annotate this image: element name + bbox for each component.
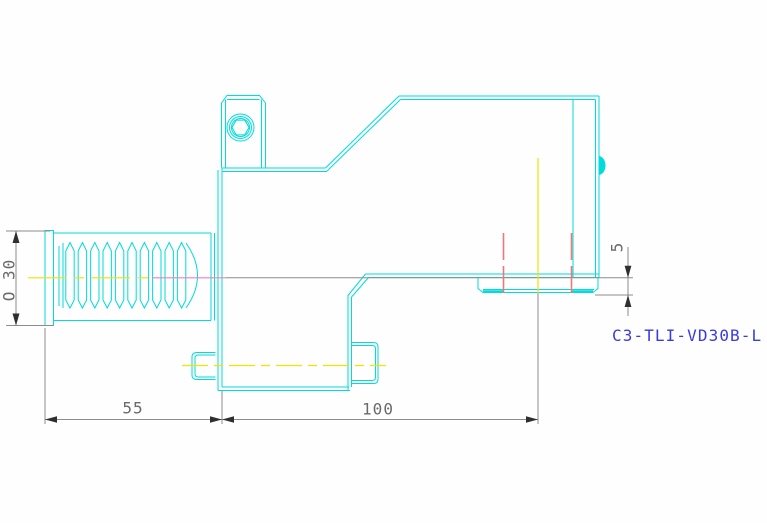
clamp-screw-outer-circle: [226, 113, 255, 142]
lower-right-edge: [347, 295, 352, 391]
body-top-left-surface: [221, 167, 327, 172]
dim-55-arrow-right: [210, 416, 222, 423]
shank-flange: [44, 230, 54, 326]
dim-100-arrow-left: [222, 416, 234, 423]
dim-55-label: 55: [122, 398, 144, 418]
thread-end-dome: [185, 242, 198, 309]
body-left-face: [217, 168, 223, 391]
dim-diameter-arrow-up: [12, 231, 20, 243]
dim-length-lines: [44, 293, 539, 424]
clamp-block: [221, 95, 266, 168]
dimension-lines: [6, 230, 633, 424]
hex-socket: [231, 119, 250, 136]
centerlines: [28, 158, 633, 367]
bottom-boss-right-inner: [352, 345, 376, 381]
dim-diameter-arrow-down: [12, 313, 20, 326]
threaded-shank: [44, 230, 215, 326]
body-right-face: [572, 96, 600, 278]
clamp-screw-inner-circle: [231, 118, 250, 137]
shank-outline: [53, 232, 215, 321]
dim-5-label: 5: [607, 241, 627, 253]
holder-body: [191, 95, 606, 391]
part-number-label: C3-TLI-VD30B-L: [612, 326, 763, 345]
dim-diameter-label: O 30: [0, 258, 19, 302]
body-bottom-edge: [218, 386, 350, 391]
dim-5-arrow-up: [624, 295, 632, 307]
dim-55-arrow-left: [45, 416, 57, 423]
dim-100-label: 100: [362, 399, 394, 419]
body-underside: [365, 273, 599, 278]
clamp-screw-mid-circle: [229, 116, 252, 139]
body-top-surface: [399, 95, 599, 100]
clamp-block-inner: [225, 99, 262, 168]
thread-teeth: [65, 241, 187, 310]
dim-diameter-lines: [6, 230, 53, 326]
dim-5-arrow-down: [624, 265, 632, 278]
bottom-boss-right-outer: [352, 342, 379, 384]
side-pin-bump: [598, 156, 606, 175]
dim-100-arrow-right: [526, 416, 538, 423]
body-slope-edge: [325, 95, 401, 172]
